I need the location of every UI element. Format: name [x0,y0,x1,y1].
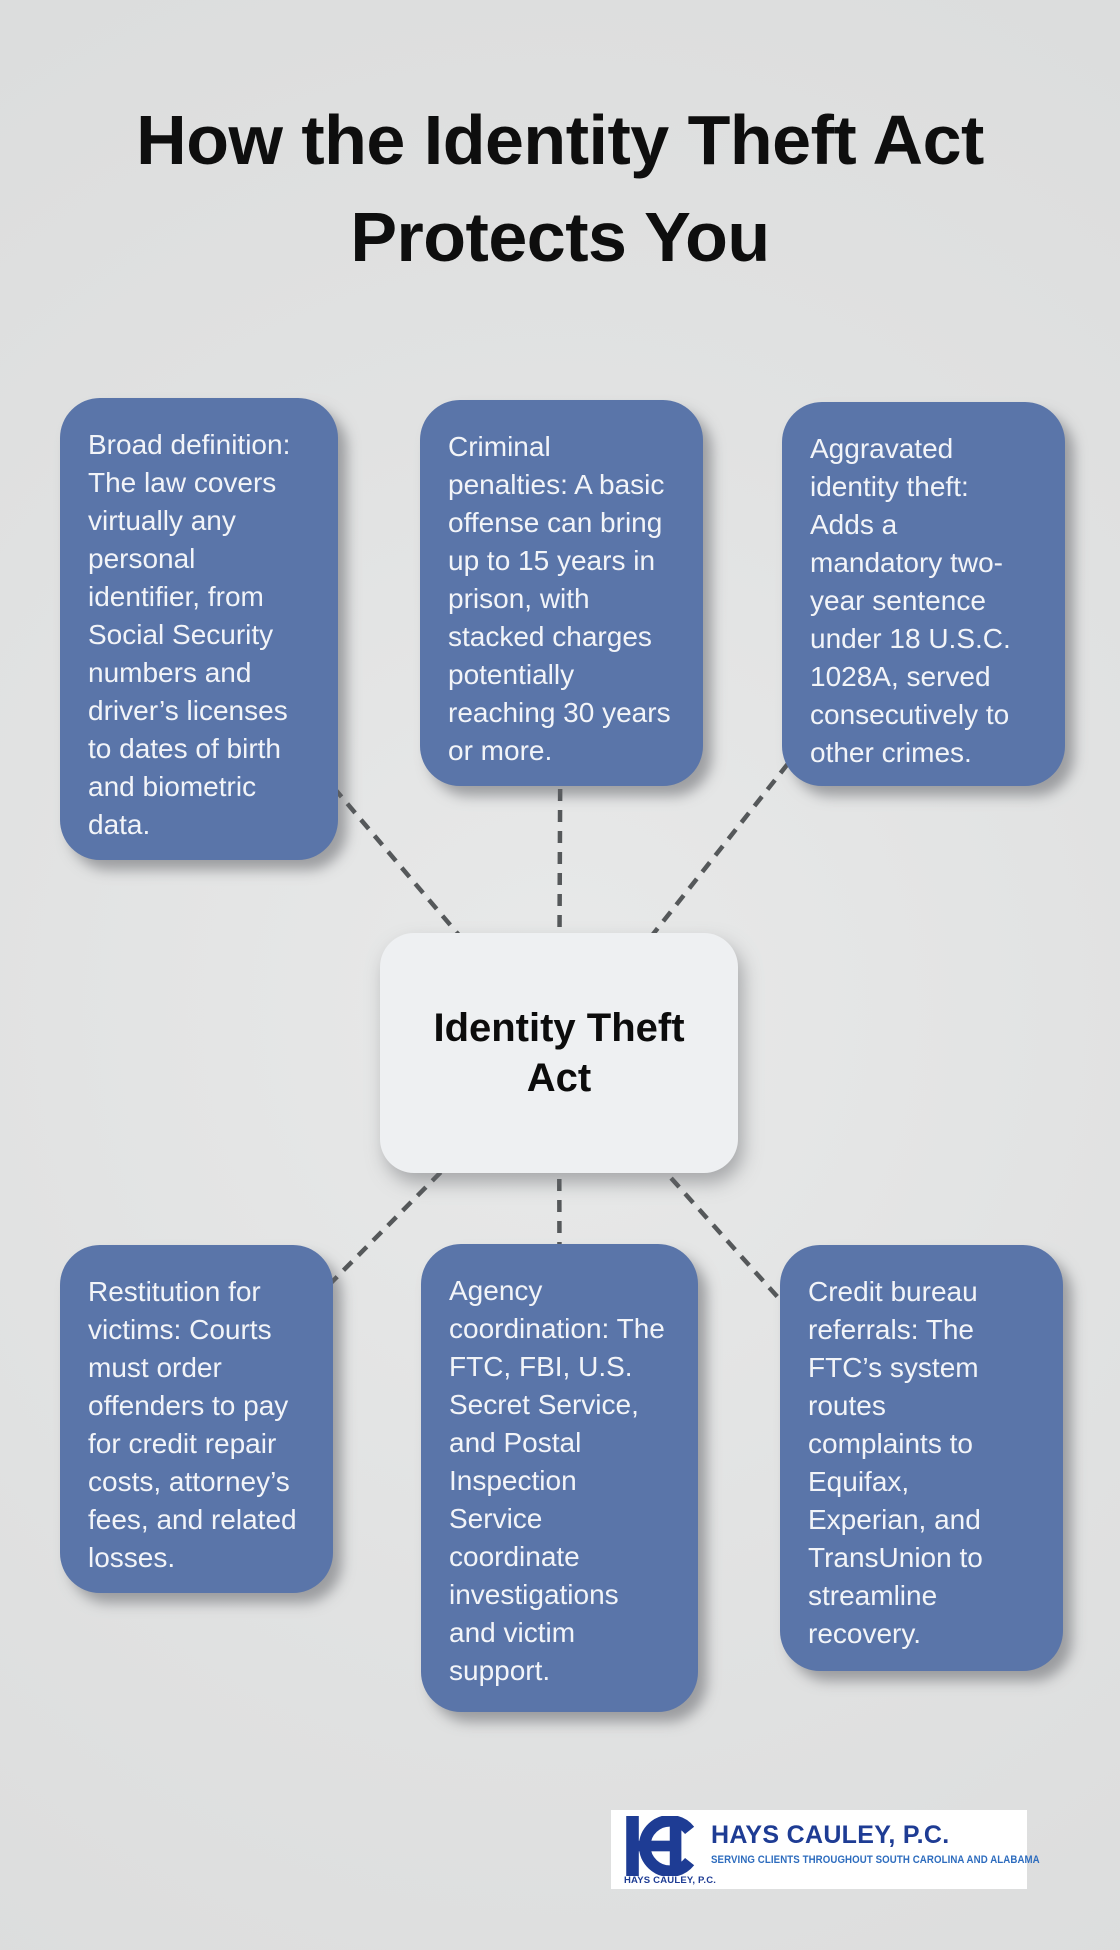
node-aggravated-identity-theft: Aggravated identity theft: Adds a mandat… [782,402,1065,786]
logo-small-name: HAYS CAULEY, P.C. [624,1875,717,1886]
logo-firm-name: HAYS CAULEY, P.C. [711,1821,950,1849]
page-title: How the Identity Theft Act Protects You [136,101,984,276]
node-agency-coordination: Agency coordination: The FTC, FBI, U.S. … [421,1244,698,1712]
node-criminal-penalties: Criminal penalties: A basic offense can … [420,400,703,786]
logo-text-block: HAYS CAULEY, P.C. SERVING CLIENTS THROUG… [711,1821,1040,1866]
logo-tagline: SERVING CLIENTS THROUGHOUT SOUTH CAROLIN… [711,1854,1040,1866]
node-broad-definition: Broad definition: The law covers virtual… [60,398,338,860]
node-credit-bureau-referrals: Credit bureau referrals: The FTC’s syste… [780,1245,1063,1671]
hays-cauley-monogram-icon [626,1816,695,1876]
center-node-identity-theft-act: Identity Theft Act [380,933,738,1173]
node-restitution-for-victims: Restitution for victims: Courts must ord… [60,1245,333,1593]
hays-cauley-logo: HAYS CAULEY, P.C. HAYS CAULEY, P.C. SERV… [611,1810,1040,1889]
